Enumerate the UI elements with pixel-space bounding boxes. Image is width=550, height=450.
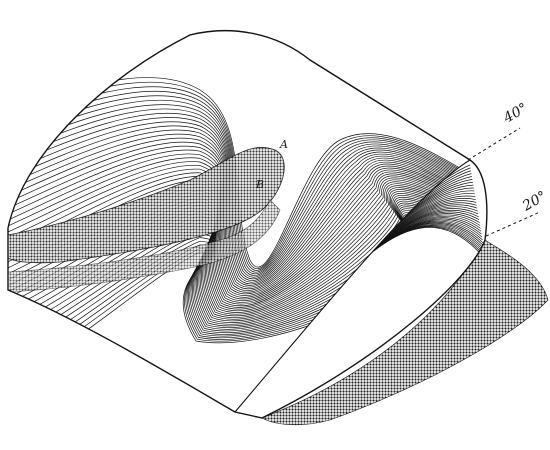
label-point-b: B: [255, 178, 264, 191]
dip-line-20: [486, 212, 540, 236]
label-angle-upper: 40°: [500, 100, 530, 127]
dip-line-40: [468, 128, 520, 160]
label-angle-lower: 20°: [519, 188, 549, 215]
label-point-a: A: [279, 138, 288, 151]
